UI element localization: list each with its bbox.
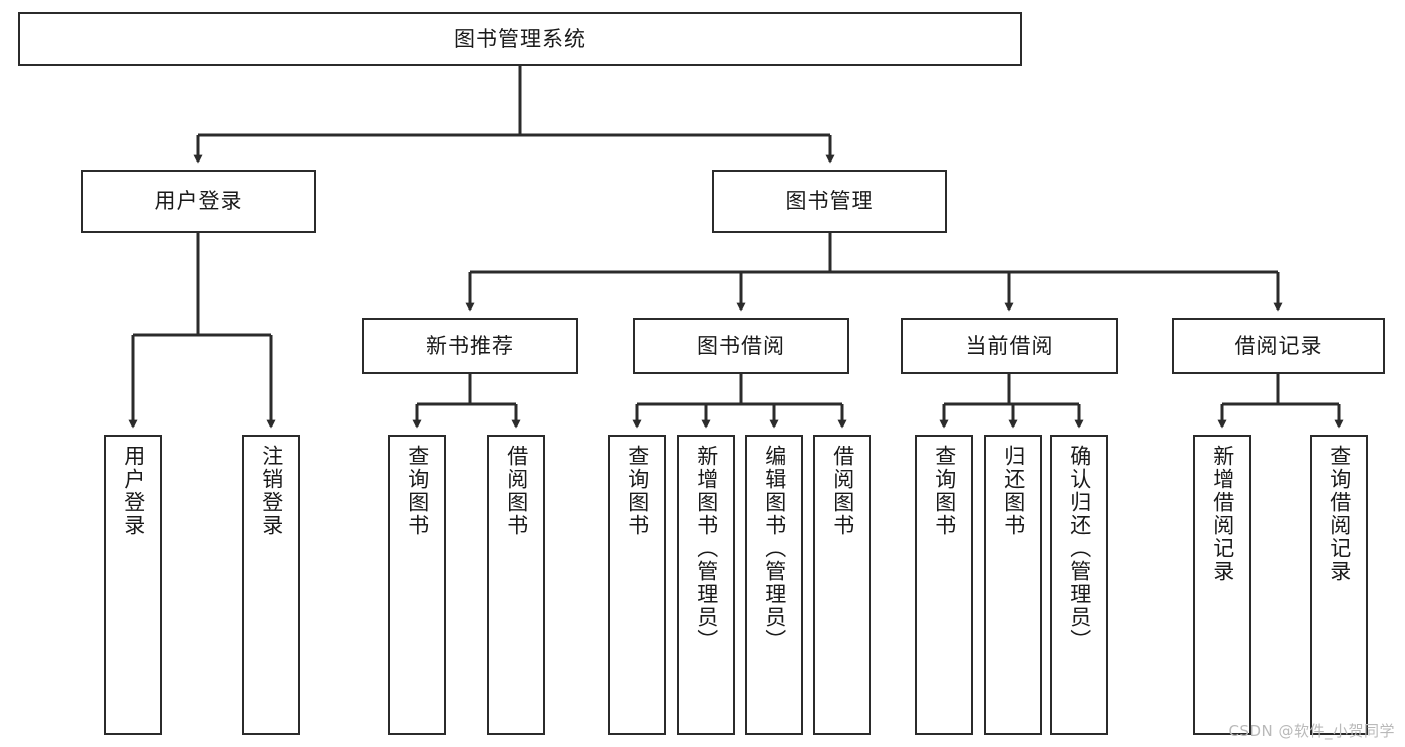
node-label: 借阅图书 (830, 445, 855, 537)
node-label: 新增图书（管理员） (694, 445, 719, 652)
node-label: 新书推荐 (426, 333, 514, 358)
leaf-node-query-book-current[interactable]: 查询图书 (915, 435, 973, 735)
leaf-node-query-book-recommend[interactable]: 查询图书 (388, 435, 446, 735)
node-label: 查询图书 (625, 445, 650, 537)
node-label: 当前借阅 (965, 333, 1054, 358)
node-label: 图书借阅 (697, 333, 785, 358)
node-current-borrow[interactable]: 当前借阅 (901, 318, 1118, 374)
node-label: 图书管理系统 (454, 26, 586, 51)
leaf-node-borrow-book-recommend[interactable]: 借阅图书 (487, 435, 545, 735)
node-book-manage[interactable]: 图书管理 (712, 170, 947, 233)
node-label: 编辑图书（管理员） (762, 445, 787, 652)
leaf-node-confirm-return-admin[interactable]: 确认归还（管理员） (1050, 435, 1108, 735)
watermark: CSDN @软件_小贺同学 (1228, 722, 1395, 740)
node-user-login[interactable]: 用户登录 (81, 170, 316, 233)
leaf-node-add-book-admin[interactable]: 新增图书（管理员） (677, 435, 735, 735)
node-book-management-system[interactable]: 图书管理系统 (18, 12, 1022, 66)
node-label: 查询图书 (405, 445, 430, 537)
leaf-node-add-borrow-record[interactable]: 新增借阅记录 (1193, 435, 1251, 735)
node-label: 借阅记录 (1234, 333, 1323, 358)
leaf-node-user-login[interactable]: 用户登录 (104, 435, 162, 735)
node-label: 确认归还（管理员） (1067, 445, 1092, 652)
node-label: 查询借阅记录 (1327, 445, 1352, 583)
node-label: 用户登录 (154, 189, 243, 213)
leaf-node-edit-book-admin[interactable]: 编辑图书（管理员） (745, 435, 803, 735)
node-new-book-recommend[interactable]: 新书推荐 (362, 318, 578, 374)
node-borrow-record[interactable]: 借阅记录 (1172, 318, 1385, 374)
node-book-borrow[interactable]: 图书借阅 (633, 318, 849, 374)
node-label: 用户登录 (121, 445, 146, 537)
leaf-node-query-borrow-record[interactable]: 查询借阅记录 (1310, 435, 1368, 735)
node-label: 图书管理 (785, 189, 874, 213)
node-label: 查询图书 (932, 445, 957, 537)
node-label: 新增借阅记录 (1210, 445, 1235, 583)
node-label: 注销登录 (259, 445, 284, 537)
node-label: 借阅图书 (504, 445, 529, 537)
node-label: 归还图书 (1001, 445, 1026, 537)
leaf-node-query-book-borrow[interactable]: 查询图书 (608, 435, 666, 735)
leaf-node-borrow-book[interactable]: 借阅图书 (813, 435, 871, 735)
leaf-node-return-book[interactable]: 归还图书 (984, 435, 1042, 735)
leaf-node-logout[interactable]: 注销登录 (242, 435, 300, 735)
